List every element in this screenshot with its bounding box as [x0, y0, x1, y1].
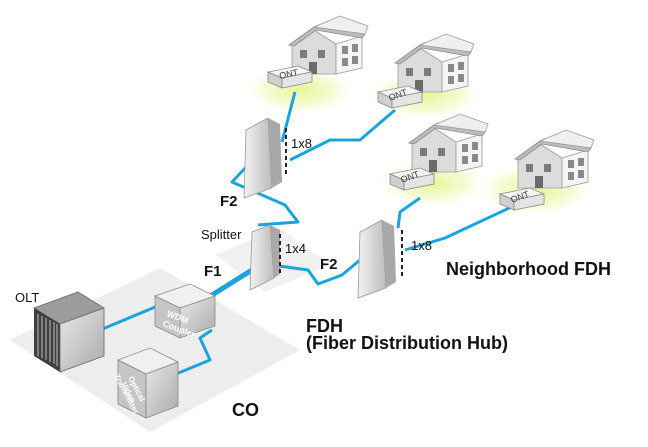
splitter-1x8-lower — [357, 219, 403, 299]
ratio-1x8-lower: 1x8 — [411, 238, 432, 253]
upper-fdh-to-ont-fiber — [289, 108, 396, 162]
olt-to-wdm-fiber — [99, 303, 161, 332]
splitter-1x4 — [249, 224, 281, 291]
lower-fdh-to-ont-fiber — [396, 196, 421, 229]
optical-video-transmitter — [117, 347, 179, 419]
f1-label: F1 — [204, 263, 222, 280]
f2-upper-fiber — [230, 163, 300, 227]
ont-label: ONT — [278, 67, 299, 81]
ratio-1x8-upper: 1x8 — [291, 136, 312, 151]
f2-lower-fiber — [271, 258, 361, 286]
splitter-1x8-upper — [243, 117, 287, 199]
neighborhood-fdh-label: Neighborhood FDH — [446, 259, 611, 279]
wdm-coupler — [153, 283, 217, 339]
ovt-to-wdm-fiber — [175, 328, 213, 376]
upper-fdh-to-ont-fiber — [280, 91, 297, 143]
olt-device — [33, 291, 105, 373]
olt-label: OLT — [15, 290, 40, 305]
splitter-label: Splitter — [201, 227, 242, 242]
fdh-subtitle: (Fiber Distribution Hub) — [306, 333, 508, 353]
ratio-1x4: 1x4 — [285, 241, 306, 256]
fiber-lines — [99, 91, 521, 376]
f2-upper-label: F2 — [220, 193, 238, 210]
co-label: CO — [232, 400, 259, 420]
lower-fdh-to-ont-fiber — [404, 201, 521, 252]
f2-lower-label: F2 — [320, 256, 338, 273]
fdh-title: FDH — [306, 316, 343, 336]
